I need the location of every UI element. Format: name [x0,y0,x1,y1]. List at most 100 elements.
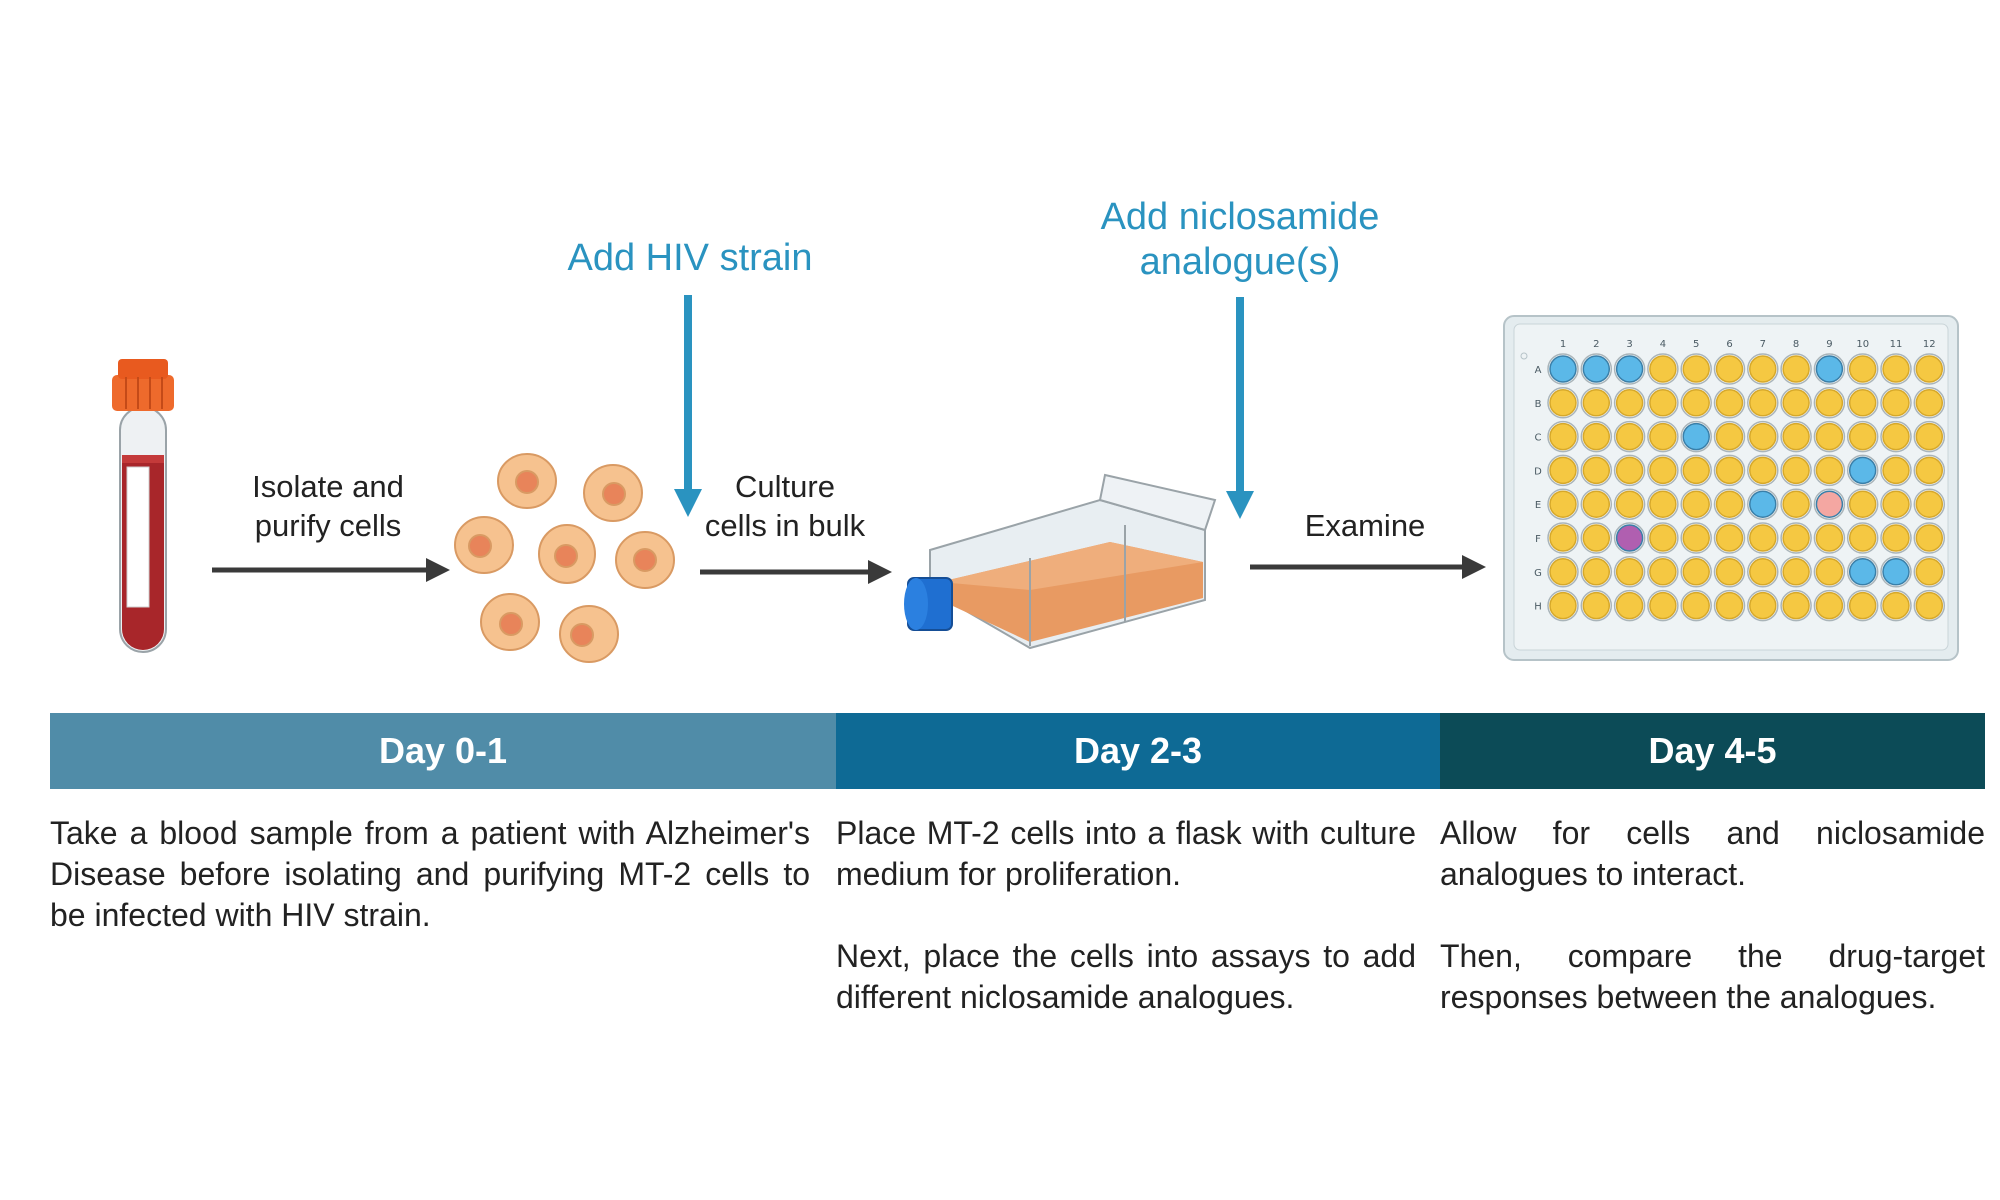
plate-well-F4 [1649,524,1677,552]
plate-well-E9 [1815,490,1844,518]
plate-well-B5 [1682,389,1710,417]
examine-step-label: Examine [1285,506,1445,545]
examine-arrow [1250,555,1486,579]
day-0-1-label: Day 0-1 [378,730,508,771]
plate-well-C6 [1715,422,1744,451]
plate-well-G6 [1715,558,1744,586]
plate-well-A1 [1549,355,1577,383]
culture-arrow [700,560,892,584]
plate-well-C9 [1815,422,1844,451]
plate-well-A7 [1749,355,1777,383]
day-0-1-description: Take a blood sample from a patient with … [50,813,810,936]
plate-well-C8 [1782,422,1810,451]
plate-row-label: D [1534,466,1542,477]
plate-column-label: 4 [1660,339,1666,350]
plate-well-B9 [1815,389,1844,417]
plate-row-label: F [1535,534,1541,545]
plate-well-H8 [1782,591,1810,620]
plate-well-D2 [1582,456,1611,485]
isolate-step-text: Isolate and purify cells [252,469,404,543]
plate-well-B11 [1882,389,1910,417]
plate-well-G11 [1882,558,1910,586]
plate-wells [1547,353,1946,622]
plate-well-H9 [1815,591,1844,620]
plate-well-F10 [1848,524,1877,552]
plate-row-label: B [1535,399,1542,410]
plate-well-E8 [1782,490,1810,518]
plate-well-D12 [1915,456,1944,485]
plate-well-D5 [1682,456,1710,485]
plate-well-A6 [1715,355,1744,383]
plate-well-F1 [1549,524,1577,552]
plate-well-C11 [1882,422,1910,451]
plate-well-H5 [1682,591,1710,620]
plate-well-B6 [1715,389,1744,417]
plate-well-C4 [1649,422,1677,451]
plate-well-E2 [1582,490,1611,518]
plate-well-C1 [1549,422,1577,451]
day-2-3-paragraph-1: Place MT-2 cells into a flask with cultu… [836,815,1416,892]
plate-well-C2 [1582,422,1611,451]
plate-well-G8 [1782,558,1810,586]
plate-well-D11 [1882,456,1910,485]
plate-well-F8 [1782,524,1810,552]
plate-well-C10 [1848,422,1877,451]
plate-well-D10 [1848,456,1877,485]
add-niclosamide-label: Add niclosamide analogue(s) [1075,195,1405,285]
plate-row-label: H [1534,602,1542,613]
plate-well-C3 [1615,422,1644,451]
plate-well-D3 [1615,456,1644,485]
plate-well-H11 [1882,591,1910,620]
plate-well-D6 [1715,456,1744,485]
plate-well-D9 [1815,456,1844,485]
plate-well-E12 [1915,490,1944,518]
plate-well-G9 [1815,558,1844,586]
plate-well-H3 [1615,591,1644,620]
plate-well-B8 [1782,389,1810,417]
plate-well-A2 [1582,355,1611,383]
plate-well-A3 [1615,355,1644,383]
plate-well-A9 [1815,355,1844,383]
plate-column-label: 11 [1890,339,1903,350]
plate-row-label: A [1535,365,1542,376]
plate-well-B10 [1848,389,1877,417]
plate-well-H4 [1649,591,1677,620]
plate-well-A10 [1848,355,1877,383]
add-niclosamide-text: Add niclosamide analogue(s) [1100,196,1380,283]
day-2-3-label: Day 2-3 [1073,730,1203,771]
isolate-step-label: Isolate and purify cells [228,467,428,545]
plate-well-B7 [1749,389,1777,417]
plate-column-label: 10 [1856,339,1869,350]
plate-well-F12 [1915,524,1944,552]
plate-well-H7 [1749,591,1777,620]
day-4-5-paragraph-2: Then, compare the drug-target responses … [1440,938,1985,1015]
culture-step-label: Culture cells in bulk [685,467,885,545]
plate-well-E4 [1649,490,1677,518]
add-hiv-text: Add HIV strain [567,237,813,279]
day-4-5-description: Allow for cells and niclosamide analogue… [1440,813,1985,1018]
plate-column-label: 12 [1923,339,1936,350]
plate-well-H2 [1582,591,1611,620]
plate-well-G7 [1749,558,1777,586]
timeline-day-0-1: Day 0-1 [50,713,836,789]
plate-well-G3 [1615,558,1644,586]
plate-well-G4 [1649,558,1677,586]
examine-step-text: Examine [1304,508,1426,543]
day-4-5-paragraph-1: Allow for cells and niclosamide analogue… [1440,815,1985,892]
plate-well-E6 [1715,490,1744,518]
day-2-3-description: Place MT-2 cells into a flask with cultu… [836,813,1416,1018]
hiv-down-arrow [674,295,702,517]
plate-well-G2 [1582,558,1611,586]
plate-column-label: 6 [1726,339,1732,350]
culture-flask-icon [904,473,1217,650]
plate-column-label: 9 [1826,339,1832,350]
plate-column-label: 5 [1693,339,1699,350]
plate-well-F9 [1815,524,1844,552]
plate-column-label: 7 [1760,339,1766,350]
plate-well-A8 [1782,355,1810,383]
plate-well-F2 [1582,524,1611,552]
plate-well-D1 [1549,456,1577,485]
plate-well-E11 [1882,490,1910,518]
plate-well-E7 [1749,490,1777,518]
